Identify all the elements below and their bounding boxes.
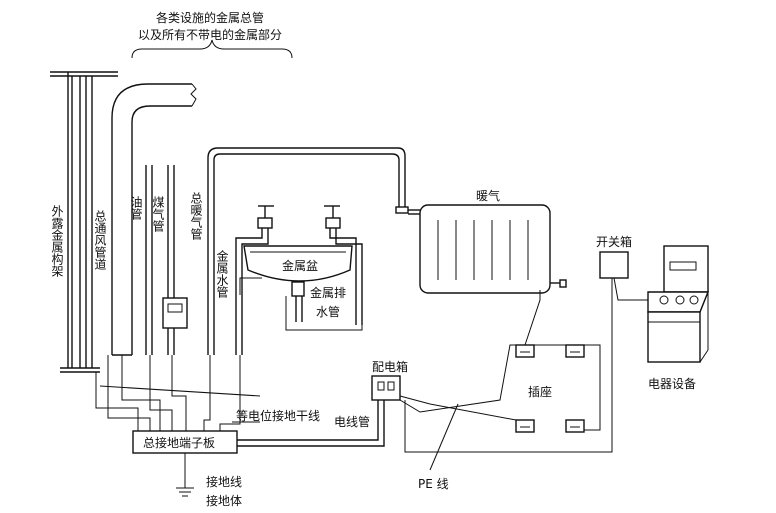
main-heating-pipe: [207, 147, 420, 355]
conduit-2: [236, 400, 385, 447]
radiator: [419, 204, 567, 294]
socket-circuit-2: [399, 395, 517, 421]
appliance-label: 电器设备: [648, 377, 696, 391]
gas-pipe: [162, 165, 188, 355]
panel-label: 配电箱: [372, 359, 408, 374]
bond-trunk-label: 等电位接地干线: [236, 408, 320, 423]
earth-body-label: 接地体: [206, 493, 242, 508]
caption-line-1: 各类设施的金属总管: [156, 10, 264, 25]
drain-label-1: 金属排: [310, 285, 346, 300]
oil-pipe: [145, 165, 153, 355]
pe-label: PE 线: [418, 477, 449, 491]
duct-label: 总通风管道: [93, 210, 107, 270]
switch-box: [599, 251, 629, 279]
radiator-pe-wire: [524, 290, 541, 346]
oil-pipe-label: 油管: [129, 196, 143, 221]
electrical-appliance: [647, 245, 710, 363]
heating-pipe-label: 总暖气管: [189, 192, 203, 241]
caption-brace: [131, 39, 293, 59]
switchbox-wire: [613, 277, 650, 301]
gas-pipe-label: 煤气管: [151, 196, 165, 233]
exposed-metal-frame: [50, 71, 118, 373]
metal-water-pipe: [235, 205, 363, 355]
water-pipe-label: 金属水管: [215, 249, 229, 299]
conduit-label: 电线管: [334, 414, 370, 429]
metal-basin: [239, 245, 363, 331]
basin-label: 金属盆: [282, 258, 318, 273]
pe-wire: [404, 278, 613, 453]
earthing: [176, 453, 194, 497]
frame-label: 外露金属构架: [50, 205, 64, 277]
radiator-label: 暖气: [476, 188, 500, 203]
conduit: [236, 400, 379, 441]
caption-line-2: 以及所有不带电的金属部分: [138, 27, 282, 42]
socket-label: 插座: [528, 384, 552, 399]
terminal-label: 总接地端子板: [143, 435, 215, 450]
drain-label-2: 水管: [316, 304, 340, 319]
earth-wire-label: 接地线: [206, 474, 242, 489]
socket-circuit: [399, 344, 601, 431]
gas-meter: [162, 297, 188, 329]
sockets: [515, 344, 585, 433]
switchbox-label: 开关箱: [596, 234, 632, 249]
distribution-panel: [371, 375, 401, 401]
bonding-conductors: [95, 355, 261, 431]
pe-leader: [429, 403, 459, 471]
